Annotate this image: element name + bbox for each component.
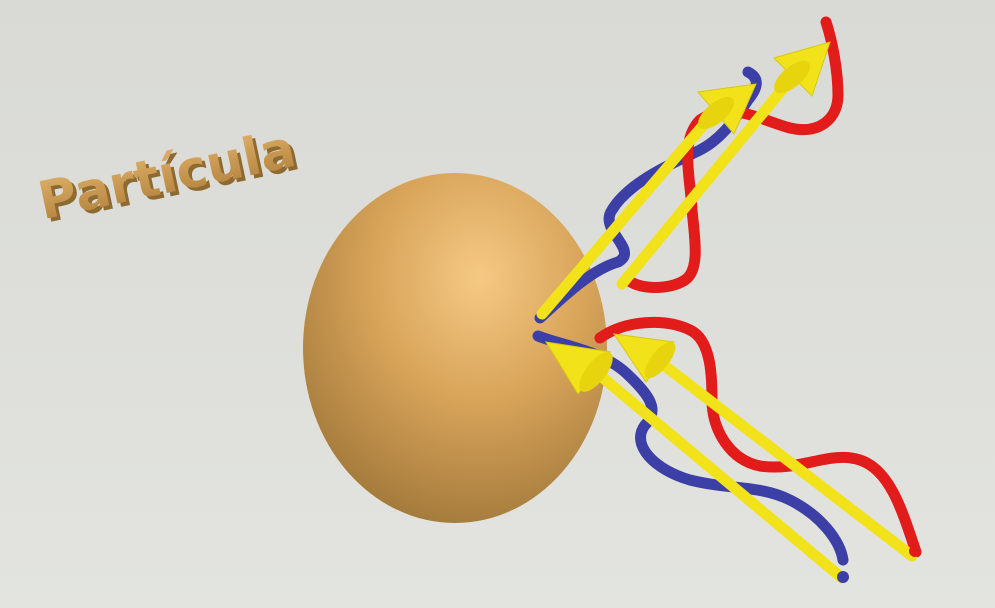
wave-end-blue-incoming [837, 571, 849, 583]
title-text: Partícula [33, 119, 301, 232]
title-group: Partícula Partícula [33, 119, 304, 235]
outgoing-pair [534, 16, 844, 324]
arrow-head-base-incoming-right [644, 341, 676, 379]
arrow-shaft-outgoing-left [536, 102, 724, 320]
arrow-head-base-outgoing-left [697, 96, 735, 130]
arrow-head-base-incoming-left [579, 352, 613, 392]
arrow-shaft-incoming-right [646, 350, 918, 562]
arrow-shaft-incoming-left [590, 366, 848, 584]
arrow-head-base-outgoing-right [773, 60, 811, 94]
incoming-pair [532, 316, 922, 584]
particle-sphere [303, 173, 607, 523]
wave-end-red-incoming [909, 545, 921, 557]
wave-blue-incoming [532, 330, 849, 566]
arrow-shaft-outgoing-right [616, 74, 796, 290]
wave-red-incoming [594, 316, 922, 558]
